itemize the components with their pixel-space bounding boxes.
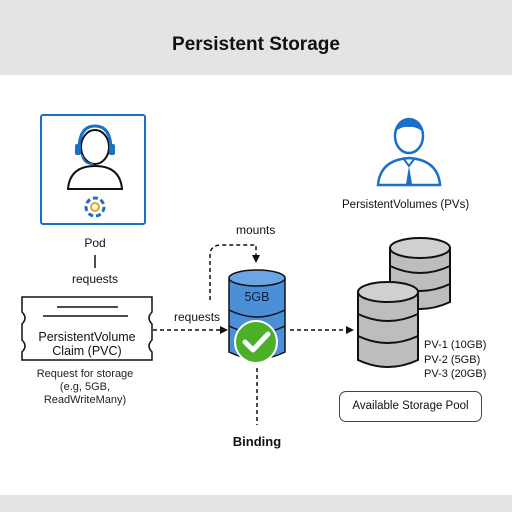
volume-size-label: 5GB [244,290,270,304]
kubernetes-logo-icon [84,196,106,218]
footer-band [0,495,512,512]
pvc-title: PersistentVolume Claim (PVC) [26,330,148,358]
check-icon [234,320,278,364]
operator-icon [66,124,124,190]
arrowhead-icon [252,255,260,263]
arrowhead-icon [346,326,354,334]
pv-list-item: PV-2 (5GB) [424,353,481,366]
pvs-label: PersistentVolumes (PVs) [342,199,470,211]
arrowhead-icon [220,326,228,334]
pod-requests-label: requests [71,272,119,286]
storage-pool-label: Available Storage Pool [352,400,469,412]
pvc-desc-line: ReadWriteMany) [43,394,127,406]
pvc-title-line: Claim (PVC) [52,344,122,358]
pvc-description: Request for storage (e.g, 5GB, ReadWrite… [20,368,150,407]
pod-box[interactable] [40,114,146,225]
pv-list-item: PV-1 (10GB) [424,339,487,351]
pvc-desc-line: (e.g, 5GB, [59,381,111,393]
binding-label: Binding [232,434,282,449]
mounts-label: mounts [236,223,276,237]
header-band [0,0,512,75]
mounts-arrow [209,244,257,300]
pod-label: Pod [84,236,106,250]
user-icon [376,117,442,187]
pvc-ticket[interactable] [21,296,153,361]
pv-list: PV-1 (10GB) PV-2 (5GB) PV-3 (20GB) [424,338,486,382]
page-title: Persistent Storage [172,34,340,55]
storage-pool-box[interactable] [339,391,482,422]
pv-list-item: PV-3 (20GB) [424,368,487,380]
pvc-requests-label: requests [174,310,221,324]
pvc-title-line: PersistentVolume [38,330,136,344]
database-icon [357,281,419,368]
pvc-desc-line: Request for storage [36,368,134,380]
